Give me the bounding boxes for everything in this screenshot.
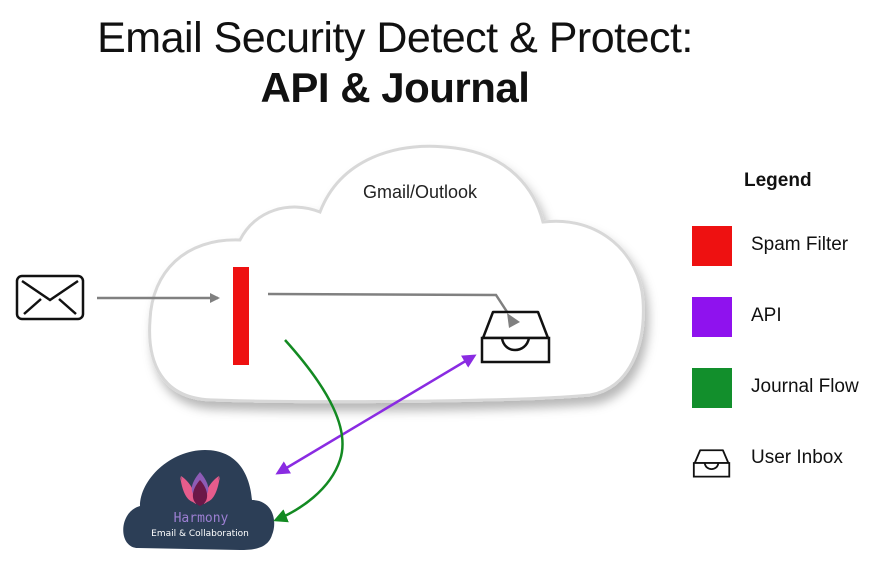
- legend-title: Legend: [744, 170, 812, 191]
- title-line-1: Email Security Detect & Protect:: [97, 14, 693, 62]
- legend-item-spam-filter: Spam Filter: [690, 226, 895, 266]
- inbox-arrowhead: [507, 313, 520, 328]
- legend-item-user-inbox: User Inbox: [690, 443, 895, 483]
- red-square-icon: [692, 226, 732, 266]
- cloud-label: Gmail/Outlook: [363, 182, 478, 202]
- user-inbox-icon: [480, 310, 551, 364]
- legend-item-journal-flow: Journal Flow: [690, 368, 895, 408]
- journal-flow-arrow: [273, 339, 344, 523]
- title-line-2: API & Journal: [260, 64, 530, 111]
- purple-square-icon: [692, 297, 732, 337]
- email-envelope-icon: [15, 274, 85, 321]
- inbox-icon: [692, 449, 731, 478]
- legend-item-api: API: [690, 297, 895, 337]
- api-arrow: [275, 354, 477, 475]
- green-square-icon: [692, 368, 732, 408]
- email-provider-cloud: Gmail/Outlook: [148, 144, 645, 404]
- harmony-name: Harmony: [174, 511, 229, 526]
- spam-filter-bar: [233, 267, 249, 365]
- harmony-subtitle: Email & Collaboration: [151, 529, 249, 539]
- legend-label: API: [751, 305, 782, 326]
- legend-label: Journal Flow: [751, 376, 859, 397]
- legend-label: User Inbox: [751, 447, 843, 468]
- harmony-lotus-logo: [180, 472, 220, 506]
- legend-label: Spam Filter: [751, 234, 849, 255]
- harmony-cloud: Harmony Email & Collaboration: [123, 450, 275, 550]
